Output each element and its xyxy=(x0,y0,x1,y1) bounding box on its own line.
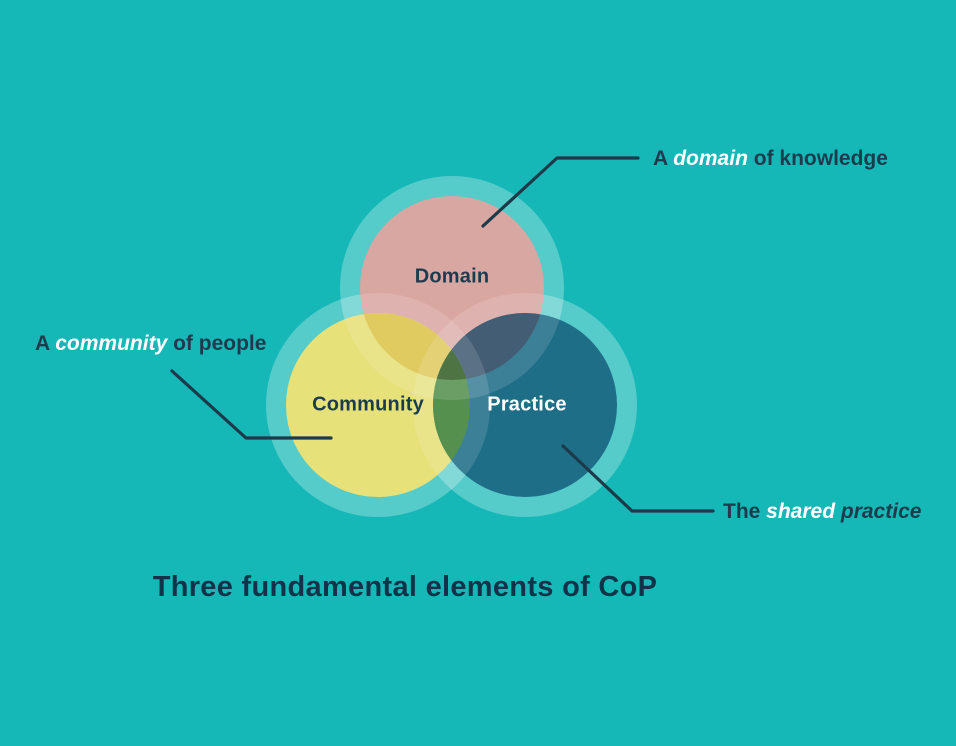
overlap-domain-practice xyxy=(433,313,544,380)
annotation-community-emphasis: community xyxy=(55,332,168,355)
annotation-practice-prefix: The xyxy=(723,500,767,523)
practice-halo-band xyxy=(413,293,544,497)
community-circle-label: Community xyxy=(312,393,424,416)
domain-halo-band xyxy=(340,313,564,400)
annotation-domain-suffix: of knowledge xyxy=(747,147,888,170)
community-halo-band xyxy=(360,293,490,497)
annotation-community: A community of people xyxy=(35,332,266,355)
annotation-practice-emphasis: shared xyxy=(766,500,836,523)
annotation-domain-prefix: A xyxy=(653,147,674,170)
overlap-domain-community xyxy=(360,313,470,380)
annotation-domain-emphasis: domain xyxy=(673,147,748,170)
annotation-community-suffix: of people xyxy=(167,332,267,355)
annotation-domain: A domain of knowledge xyxy=(653,147,888,170)
practice-circle-label: Practice xyxy=(487,393,567,416)
community-leader-line xyxy=(170,369,333,440)
diagram-title: Three fundamental elements of CoP xyxy=(152,571,658,603)
annotation-community-prefix: A xyxy=(35,332,56,355)
domain-leader-line xyxy=(481,156,640,228)
domain-circle-label: Domain xyxy=(414,265,490,288)
annotation-practice: The shared practice xyxy=(723,500,921,523)
annotation-practice-suffix: practice xyxy=(835,500,922,523)
practice-leader-line xyxy=(561,444,715,513)
